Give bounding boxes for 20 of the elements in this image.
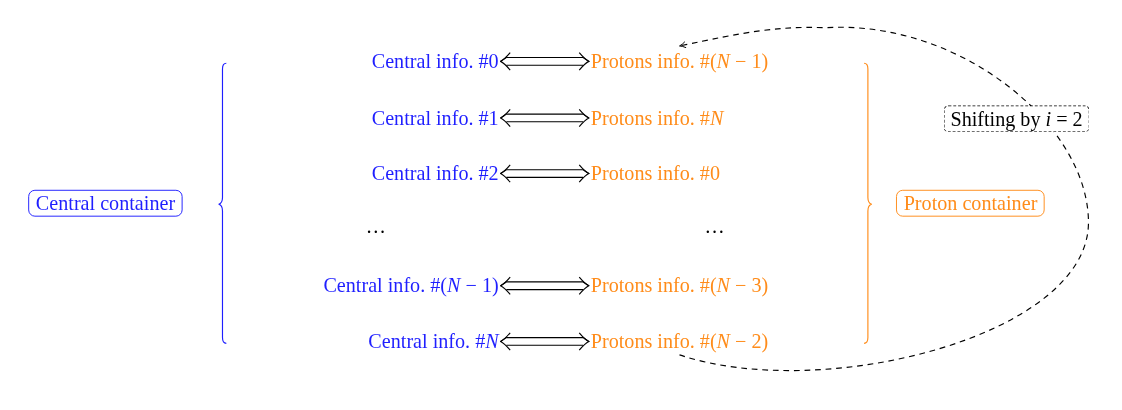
- double-arrow: [500, 276, 590, 295]
- info-text: Protons info. #(N − 3): [590, 274, 769, 298]
- edge-label: Shifting by i = 2: [943, 105, 1090, 133]
- info-text: Central info. #0: [371, 49, 499, 73]
- info-text: Protons info. #(N − 2): [590, 329, 769, 353]
- info-text: Protons info. #(N − 1): [590, 49, 769, 73]
- info-text: Central info. #2: [371, 162, 499, 186]
- double-arrow: [500, 332, 590, 351]
- container-box: Proton container: [896, 189, 1045, 217]
- info-text: Central info. #N: [368, 329, 499, 353]
- ellipsis: …: [704, 214, 725, 238]
- double-arrow: [500, 52, 590, 71]
- info-text: Central info. #1: [371, 106, 499, 130]
- info-text: Central info. #(N − 1): [323, 274, 499, 298]
- info-text: Protons info. #0: [590, 162, 720, 186]
- double-arrow: [500, 164, 590, 183]
- ellipsis: …: [365, 214, 386, 238]
- container-box: Central container: [28, 189, 183, 217]
- info-text: Protons info. #N: [590, 106, 724, 130]
- double-arrow: [500, 108, 590, 128]
